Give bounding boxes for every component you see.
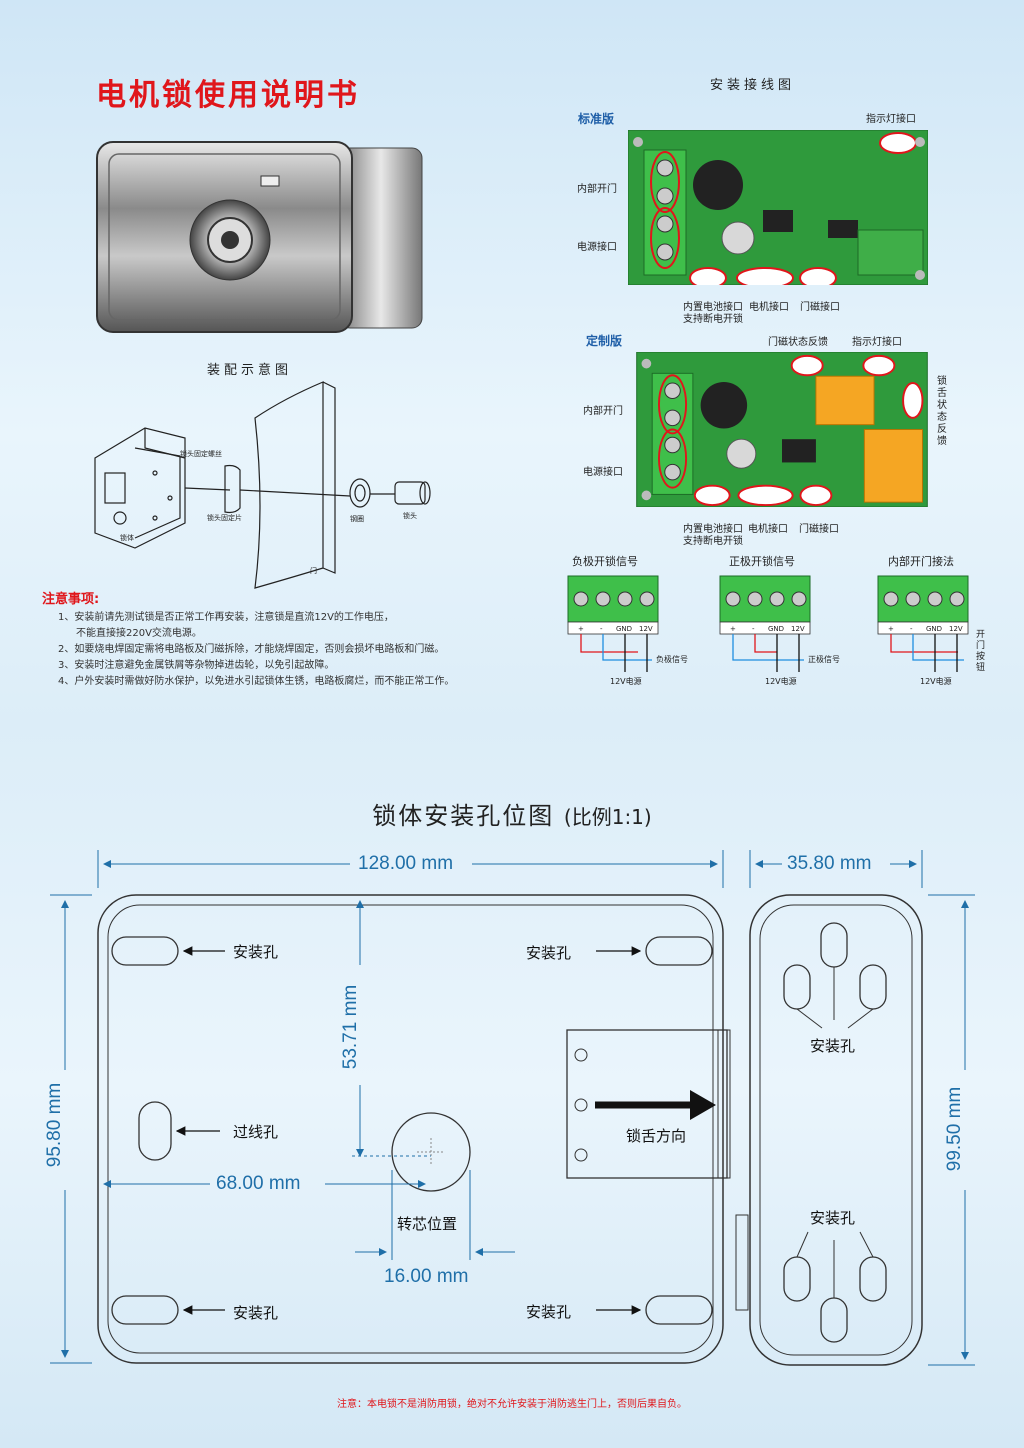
holes-title-text: 锁体安装孔位图 <box>372 802 555 830</box>
holes-title: 锁体安装孔位图 (比例1:1) <box>0 796 1024 831</box>
term-12v: 12V <box>949 625 963 633</box>
cus-battery-label: 内置电池接口 <box>683 524 743 535</box>
term-plus: + <box>730 625 736 633</box>
wire-pos-power: 12V电源 <box>765 676 797 686</box>
term-gnd: GND <box>616 625 632 633</box>
wire-inner-signal: 开门按钮 <box>976 630 986 673</box>
hole-diagram <box>50 850 975 1366</box>
cus-magnet-label: 门磁接口 <box>799 524 839 535</box>
term-minus: - <box>910 625 913 633</box>
std-battery-label: 内置电池接口 <box>683 302 743 313</box>
term-plus: + <box>888 625 894 633</box>
std-magnet-label: 门磁接口 <box>800 302 840 313</box>
standard-label: 标准版 <box>578 112 615 126</box>
term-plus: + <box>578 625 584 633</box>
std-motor-label: 电机接口 <box>749 302 789 313</box>
wiring-diagrams: + - GND 12V + - GND 12V + - GND 12V 负极信号… <box>567 575 969 686</box>
wire-neg-title: 负极开锁信号 <box>572 555 638 568</box>
wire-neg-signal: 负极信号 <box>656 654 688 664</box>
mount-hole-label: 安装孔 <box>233 1304 279 1322</box>
side-mount-hole-label: 安装孔 <box>810 1037 856 1055</box>
notes-list: 1、安装前请先测试锁是否正常工作再安装，注意锁是直流12V的工作电压， 不能直接… <box>58 610 518 690</box>
dim-side-height: 99.50 mm <box>944 1086 966 1172</box>
cus-power-label: 电源接口 <box>583 467 623 478</box>
dim-height: 95.80 mm <box>44 1082 66 1168</box>
std-power-label: 电源接口 <box>577 242 617 253</box>
assembly-body-label: 锁体 <box>120 533 134 542</box>
wire-pos-signal: 正极信号 <box>808 654 840 664</box>
term-minus: - <box>752 625 755 633</box>
cus-inner-open-label: 内部开门 <box>583 406 623 417</box>
term-minus: - <box>600 625 603 633</box>
page-title: 电机锁使用说明书 <box>96 78 360 113</box>
note-item: 1、安装前请先测试锁是否正常工作再安装，注意锁是直流12V的工作电压， <box>58 612 394 623</box>
dim-horizontal-offset: 68.00 mm <box>216 1173 301 1194</box>
assembly-ring-label: 钢圈 <box>350 514 364 523</box>
footer-warning: 注意：本电锁不是消防用锁，绝对不允许安装于消防逃生门上，否则后果自负。 <box>337 1399 687 1410</box>
term-12v: 12V <box>639 625 653 633</box>
standard-pcb <box>628 130 928 285</box>
assembly-plate-label: 锁头固定片 <box>207 513 242 522</box>
assembly-head-label: 锁头 <box>403 511 417 520</box>
cus-battery-note: 支持断电开锁 <box>683 536 743 547</box>
wire-hole-label: 过线孔 <box>233 1123 279 1141</box>
cus-magnet-feedback-label: 门磁状态反馈 <box>768 337 828 348</box>
wire-neg-power: 12V电源 <box>610 676 642 686</box>
mount-hole-label: 安装孔 <box>526 1303 572 1321</box>
wire-pos-title: 正极开锁信号 <box>729 555 795 568</box>
lock-photo <box>96 141 423 333</box>
note-item: 不能直接接220V交流电源。 <box>76 628 202 639</box>
assembly-screw-label: 锁头固定螺丝 <box>180 449 222 458</box>
cus-tongue-feedback-label: 锁舌状态反馈 <box>937 376 947 447</box>
dim-width: 128.00 mm <box>358 853 454 874</box>
holes-scale: (比例1:1) <box>563 805 652 829</box>
custom-label: 定制版 <box>586 334 623 348</box>
notes-title: 注意事项: <box>42 592 100 607</box>
cus-indicator-label: 指示灯接口 <box>852 337 902 348</box>
tongue-direction-label: 锁舌方向 <box>626 1127 687 1145</box>
wire-inner-power: 12V电源 <box>920 676 952 686</box>
assembly-title: 装配示意图 <box>207 363 293 378</box>
dim-vertical-offset: 53.71 mm <box>340 984 362 1070</box>
term-gnd: GND <box>768 625 784 633</box>
term-12v: 12V <box>791 625 805 633</box>
assembly-door-label: 门 <box>310 566 317 575</box>
dim-core-diameter: 16.00 mm <box>384 1266 469 1287</box>
cus-motor-label: 电机接口 <box>748 524 788 535</box>
dim-side-width: 35.80 mm <box>787 853 872 874</box>
std-indicator-label: 指示灯接口 <box>866 114 916 125</box>
term-gnd: GND <box>926 625 942 633</box>
wiring-title: 安装接线图 <box>710 78 796 93</box>
note-item: 2、如要烧电焊固定需将电路板及门磁拆除，才能烧焊固定，否则会损坏电路板和门磁。 <box>58 644 445 655</box>
mount-hole-label: 安装孔 <box>233 943 279 961</box>
std-inner-open-label: 内部开门 <box>577 184 617 195</box>
assembly-diagram: 锁头固定螺丝 锁头固定片 锁体 钢圈 锁头 门 <box>94 381 431 589</box>
note-item: 3、安装时注意避免金属铁屑等杂物掉进齿轮，以免引起故障。 <box>58 660 335 671</box>
std-battery-note: 支持断电开锁 <box>683 314 743 325</box>
core-position-label: 转芯位置 <box>397 1215 458 1233</box>
custom-pcb <box>636 352 928 507</box>
side-mount-hole-label: 安装孔 <box>810 1209 856 1227</box>
mount-hole-label: 安装孔 <box>526 944 572 962</box>
wire-inner-title: 内部开门接法 <box>888 555 954 568</box>
note-item: 4、户外安装时需做好防水保护，以免进水引起锁体生锈，电路板腐烂，而不能正常工作。 <box>58 676 455 687</box>
